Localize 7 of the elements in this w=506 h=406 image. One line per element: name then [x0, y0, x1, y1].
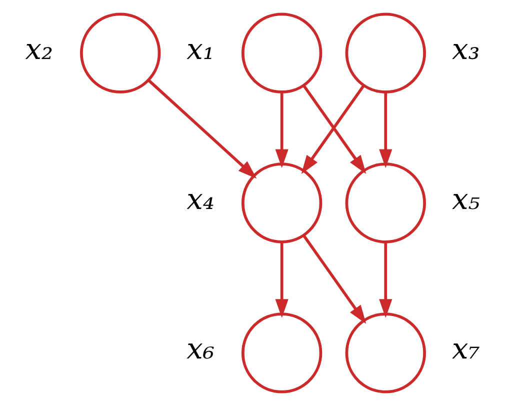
node-label: x₆: [186, 332, 215, 366]
node-label: x₂: [25, 32, 54, 66]
node-label: x₁: [186, 32, 215, 66]
node-label: x₇: [452, 332, 480, 366]
node-label: x₅: [452, 182, 480, 216]
node-label: x₃: [452, 32, 480, 66]
node-label: x₄: [186, 182, 215, 216]
